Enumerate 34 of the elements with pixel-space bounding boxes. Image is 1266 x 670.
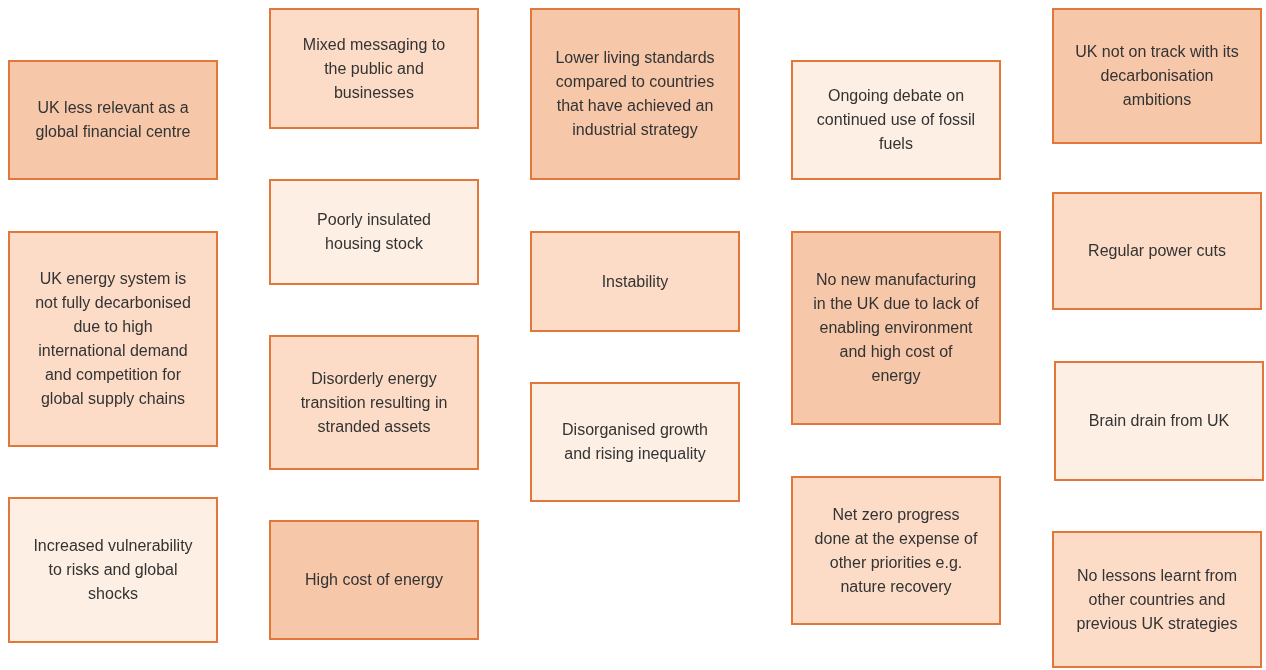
- box-text: No lessons learnt from other countries and previous UK strategies: [1075, 565, 1239, 634]
- statement-box: [8, 60, 218, 180]
- box-text: Increased vulnerability to risks and global shocks: [32, 536, 194, 604]
- box-text: High cost of energy: [305, 570, 443, 590]
- box-text: Regular power cuts: [1088, 241, 1226, 261]
- statement-box: [791, 476, 1001, 625]
- box-text: UK less relevant as a global financial centre: [34, 98, 192, 142]
- box-text: UK energy system is not fully decarbonised due to high international demand and competition for global supply chains: [34, 269, 192, 409]
- statement-box: [269, 179, 479, 285]
- box-text: Poorly insulated housing stock: [316, 210, 432, 254]
- box-text: Disorderly energy transition resulting in stranded assets: [299, 368, 449, 437]
- statement-box: [1052, 531, 1262, 668]
- statement-box: [269, 8, 479, 129]
- statement-box: [791, 231, 1001, 425]
- box-text: Disorganised growth and rising inequality: [561, 420, 709, 464]
- statement-box: [791, 60, 1001, 180]
- statement-box: [1054, 361, 1264, 481]
- statement-box: [530, 231, 740, 332]
- box-text: Lower living standards compared to countries that have achieved an industrial strategy: [554, 48, 716, 140]
- box-text: Mixed messaging to the public and businesses: [301, 34, 447, 103]
- statement-box: [530, 382, 740, 502]
- statement-box: [1052, 192, 1262, 310]
- statement-box: [8, 497, 218, 643]
- box-text: Instability: [601, 271, 669, 292]
- statement-box: [269, 520, 479, 640]
- statement-box: [530, 8, 740, 180]
- box-text: Brain drain from UK: [1088, 411, 1230, 431]
- statement-box: [269, 335, 479, 470]
- box-text: UK not on track with its decarbonisation ambitions: [1074, 42, 1240, 110]
- box-text: Net zero progress done at the expense of other priorities e.g. nature recovery: [813, 504, 979, 597]
- box-text: Ongoing debate on continued use of fossil fuels: [815, 86, 977, 154]
- statement-box: [1052, 8, 1262, 144]
- statement-box: [8, 231, 218, 447]
- box-text: No new manufacturing in the UK due to lack of enabling environment and high cost of energy: [813, 270, 979, 386]
